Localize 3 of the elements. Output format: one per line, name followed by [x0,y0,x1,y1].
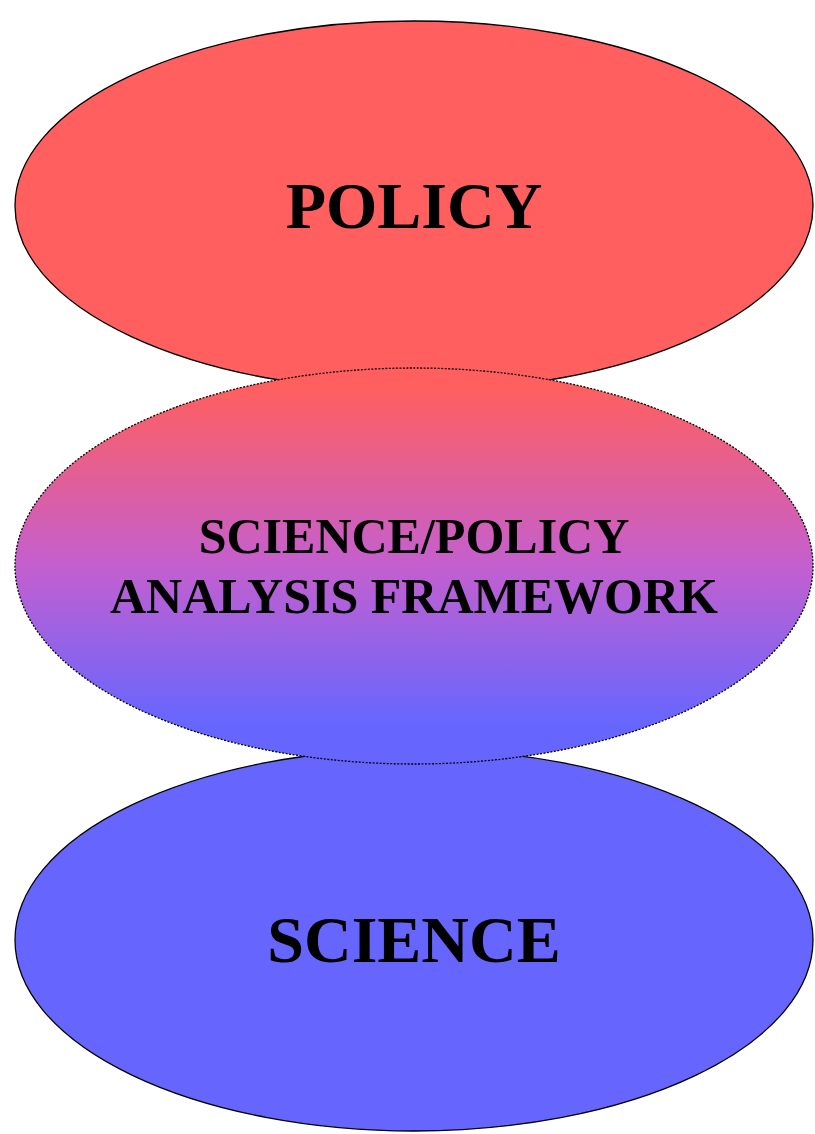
ellipse-label: SCIENCE/POLICY ANALYSIS FRAMEWORK [109,507,719,626]
ellipse-label: SCIENCE [267,907,561,973]
ellipse-label: POLICY [285,173,543,239]
